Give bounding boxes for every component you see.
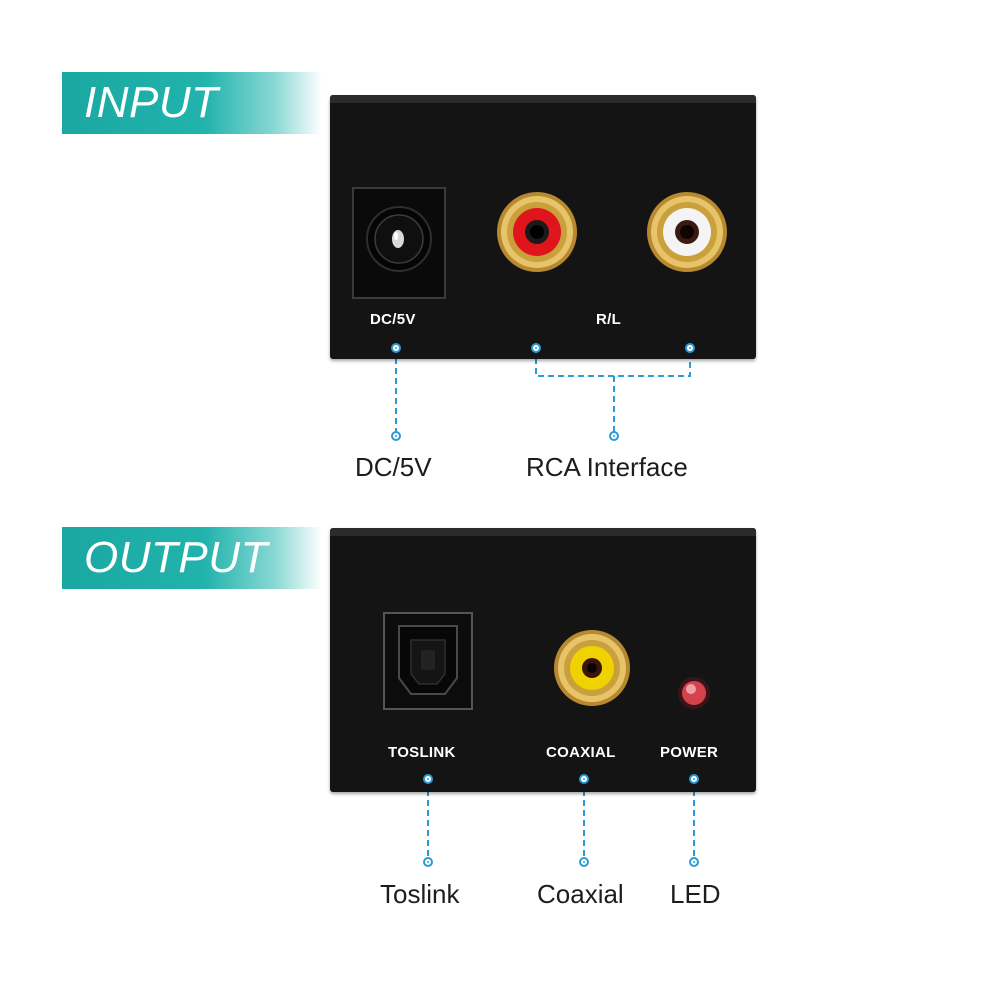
- dc-panel-label: DC/5V: [370, 311, 416, 328]
- input-section-badge: INPUT: [62, 72, 322, 134]
- toslink-anchor-dot: [423, 774, 433, 784]
- led-callout-dot: [689, 857, 699, 867]
- coaxial-callout-dot: [579, 857, 589, 867]
- output-panel-top-edge: [330, 528, 756, 536]
- coaxial-anchor-dot: [579, 774, 589, 784]
- dc-callout-text: DC/5V: [355, 452, 432, 482]
- input-panel: DC/5V R/L: [330, 95, 756, 359]
- output-panel: TOSLINK COAXIAL POWER: [330, 528, 756, 792]
- led-anchor-dot: [689, 774, 699, 784]
- rca-red-jack-icon: [494, 189, 580, 280]
- coaxial-jack-icon: [552, 628, 632, 713]
- output-section-badge: OUTPUT: [62, 527, 322, 589]
- power-led-icon: [676, 675, 712, 716]
- rca-white-jack-icon: [644, 189, 730, 280]
- output-section-title: OUTPUT: [84, 533, 268, 582]
- rca-panel-label: R/L: [596, 311, 622, 328]
- coaxial-callout-text: Coaxial: [537, 879, 624, 909]
- coaxial-panel-label: COAXIAL: [546, 744, 616, 761]
- toslink-callout-text: Toslink: [380, 879, 460, 909]
- dc-callout-dot: [391, 431, 401, 441]
- rca-callout-text: RCA Interface: [526, 452, 688, 482]
- rca-right-anchor-dot: [531, 343, 541, 353]
- input-section-title: INPUT: [84, 78, 219, 127]
- dc-barrel-jack-icon: [352, 187, 446, 299]
- toslink-panel-label: TOSLINK: [388, 744, 456, 761]
- led-callout-text: LED: [670, 879, 721, 909]
- rca-callout-dot: [609, 431, 619, 441]
- input-panel-top-edge: [330, 95, 756, 103]
- toslink-port-icon: [383, 612, 473, 715]
- power-panel-label: POWER: [660, 744, 719, 761]
- rca-left-anchor-dot: [685, 343, 695, 353]
- toslink-callout-dot: [423, 857, 433, 867]
- dc-anchor-dot: [391, 343, 401, 353]
